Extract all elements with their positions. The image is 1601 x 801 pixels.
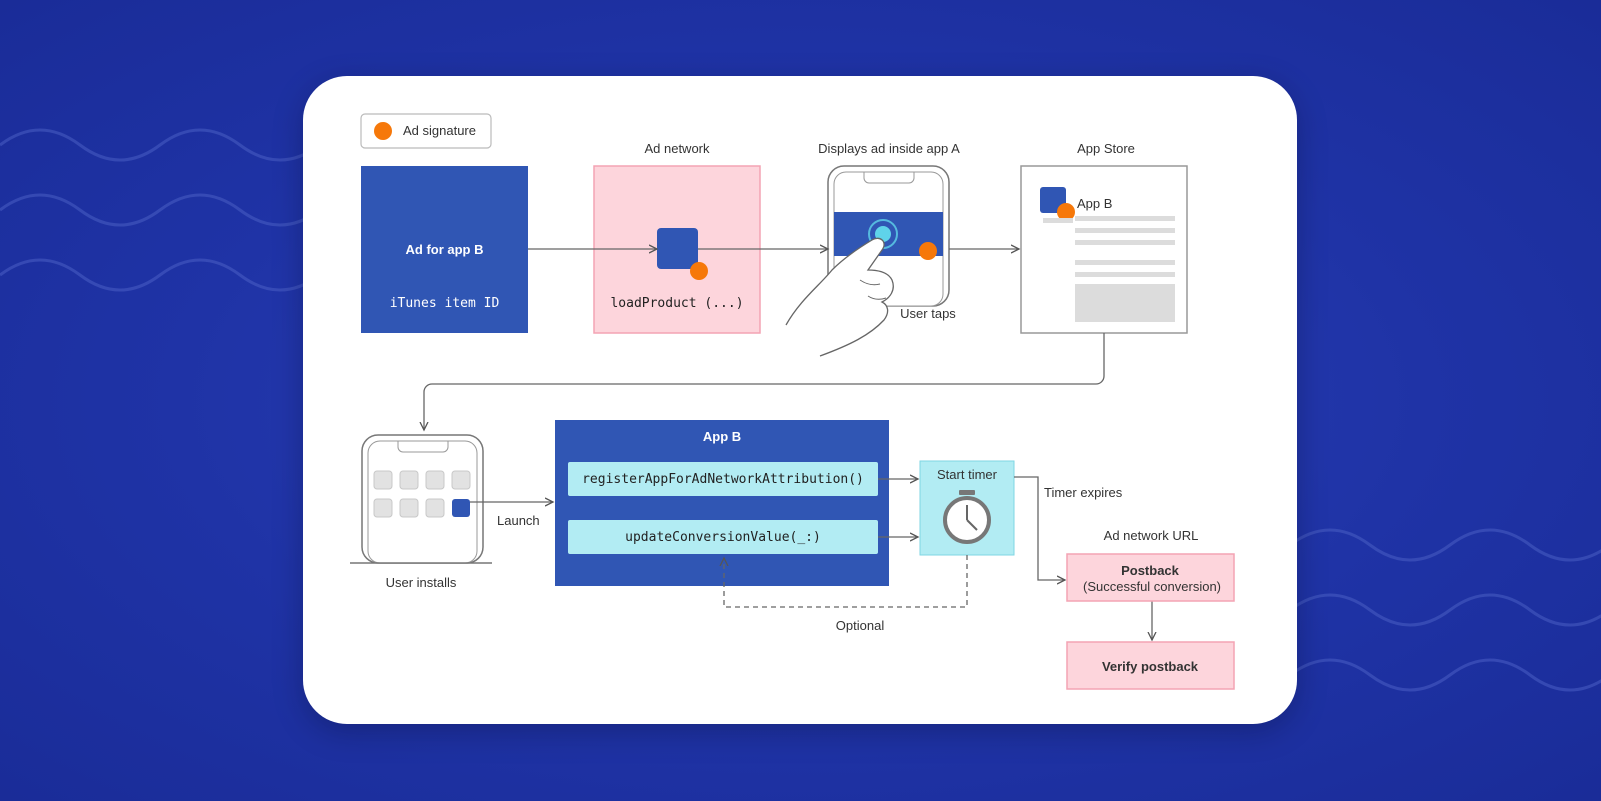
ad-signature-dot-icon <box>374 122 392 140</box>
itunes-item-id-label: iTunes item ID <box>390 296 500 311</box>
verify-postback-title: Verify postback <box>1102 659 1199 674</box>
ad-signature-dot-icon <box>690 262 708 280</box>
load-product-call: loadProduct (...) <box>610 296 743 311</box>
register-app-call: registerAppForAdNetworkAttribution() <box>582 472 864 487</box>
app-store-box: App B <box>1020 165 1188 334</box>
postback-box: Postback (Successful conversion) <box>1066 553 1235 602</box>
ad-signature-dot-icon <box>1057 203 1075 221</box>
ad-app-icon <box>657 228 698 269</box>
start-timer-label: Start timer <box>937 467 998 482</box>
verify-postback-box: Verify postback <box>1066 641 1235 690</box>
app-store-header: App Store <box>1077 141 1135 156</box>
update-conversion-call: updateConversionValue(_:) <box>625 530 821 545</box>
user-taps-caption: User taps <box>900 306 956 321</box>
installed-app-b-icon <box>452 499 470 517</box>
ad-for-app-b-box: Ad for app B iTunes item ID <box>361 166 528 333</box>
hand-tap-icon <box>785 237 894 357</box>
user-installs-caption: User installs <box>386 575 457 590</box>
user-installs-phone: User installs <box>350 434 492 590</box>
ad-for-app-b-title: Ad for app B <box>406 242 484 257</box>
stopwatch-icon <box>943 490 991 544</box>
ad-signature-dot-icon <box>919 242 937 260</box>
displays-ad-header: Displays ad inside app A <box>818 141 960 156</box>
app-b-box: App B registerAppForAdNetworkAttribution… <box>555 420 889 586</box>
postback-subtitle: (Successful conversion) <box>1083 579 1221 594</box>
start-timer-box: Start timer <box>919 460 1015 556</box>
optional-label: Optional <box>836 618 885 633</box>
legend: Ad signature <box>360 113 492 149</box>
app-store-app-label: App B <box>1077 196 1112 211</box>
timer-arrows <box>724 477 1152 640</box>
ad-network-header: Ad network <box>644 141 710 156</box>
phone-displaying-ad: User taps <box>785 165 956 357</box>
timer-expires-label: Timer expires <box>1044 485 1123 500</box>
ad-network-url-header: Ad network URL <box>1104 528 1199 543</box>
flow-arrows <box>424 249 1105 430</box>
launch-label: Launch <box>497 513 540 528</box>
legend-label: Ad signature <box>403 123 476 138</box>
postback-title: Postback <box>1121 563 1180 578</box>
app-b-title: App B <box>703 429 741 444</box>
